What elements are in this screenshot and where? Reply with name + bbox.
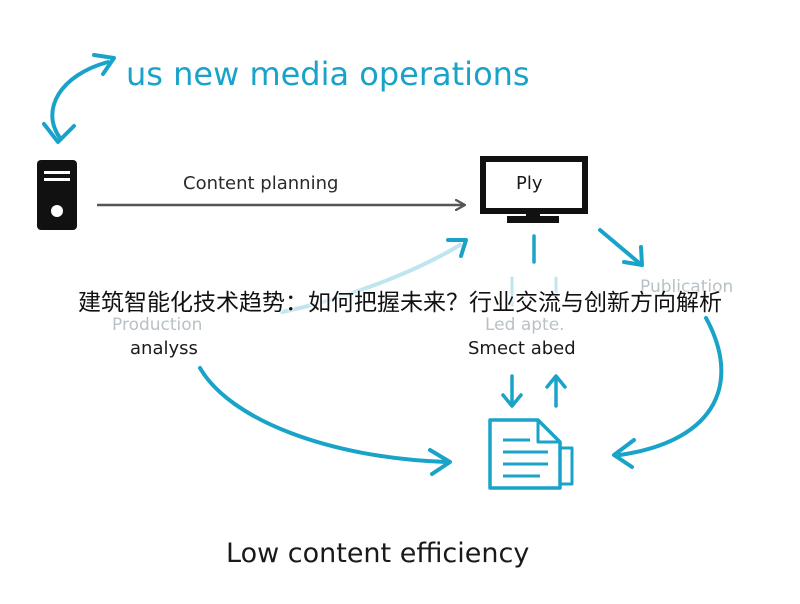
diagram-footer-title: Low content efficiency (226, 538, 530, 569)
server-icon (37, 160, 77, 230)
monitor-icon (480, 156, 588, 223)
overlay-caption: 建筑智能化技术趋势：如何把握未来？行业交流与创新方向解析 (78, 290, 722, 316)
monitor-connectors (510, 234, 558, 307)
top-cycle-arrow (42, 53, 116, 144)
label-smect: Smect abed (468, 338, 576, 359)
document-exchange-arrows (501, 374, 567, 408)
label-analysis: analyss (130, 338, 198, 359)
diagram-title: us new media operations (126, 55, 530, 93)
label-production: Production (112, 315, 203, 335)
publication-return-arrow (612, 316, 724, 469)
label-led: Led apte. (485, 315, 565, 335)
production-arrow (280, 238, 468, 314)
label-monitor: Ply (516, 173, 543, 194)
analysis-arrow (198, 366, 452, 476)
label-content-planning: Content planning (183, 173, 339, 194)
publication-arrow (598, 228, 644, 267)
label-publication: Publication (640, 277, 734, 297)
document-icon (488, 418, 574, 490)
